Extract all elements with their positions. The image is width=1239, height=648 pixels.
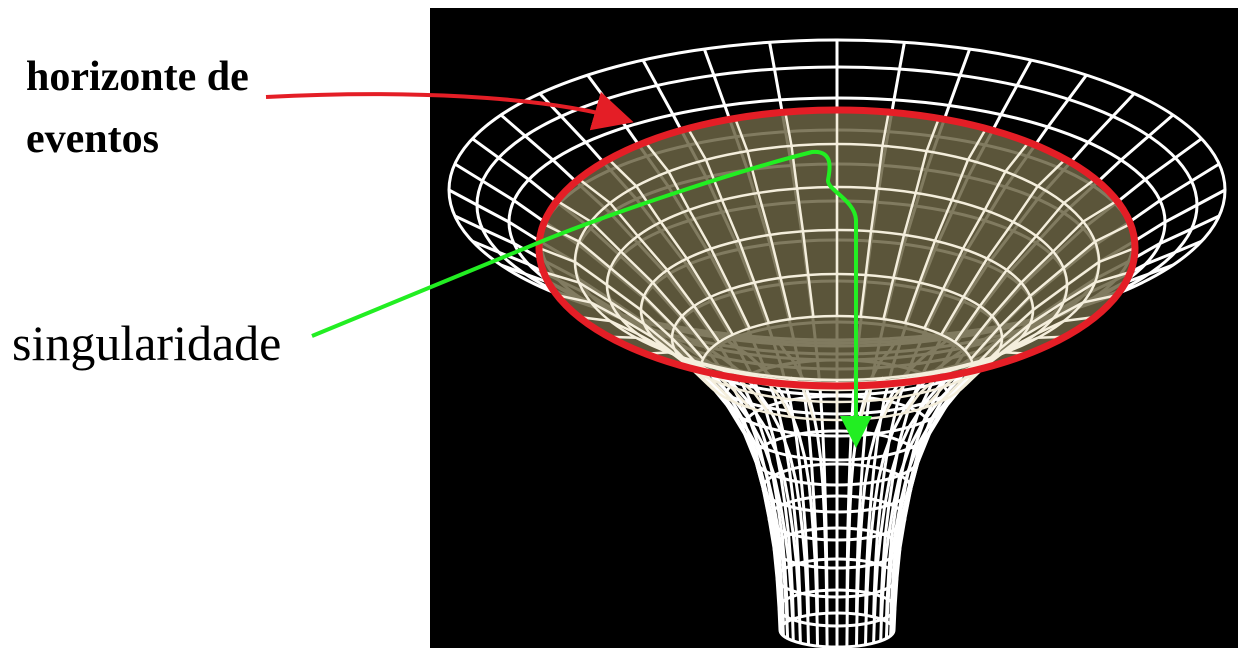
horizon-radial-line	[970, 270, 1131, 378]
horizon-radial-line	[556, 199, 711, 351]
event-horizon-label-line2: eventos	[26, 116, 159, 162]
horizon-radial-line	[686, 127, 771, 324]
horizon-radial-line	[953, 178, 1096, 343]
horizon-radial-line	[607, 158, 734, 336]
horizon-radial-line	[903, 127, 988, 324]
event-horizon-arrow	[265, 91, 634, 131]
horizon-radial-line	[859, 111, 890, 317]
horizon-radial-line	[784, 111, 815, 317]
horizon-radial-line	[940, 158, 1067, 336]
event-horizon-label-line1: horizonte de	[26, 54, 249, 100]
horizon-radial-line	[963, 199, 1118, 351]
horizon-radial-line	[953, 315, 1096, 395]
singularity-arrow	[311, 149, 872, 448]
horizon-radial-line	[644, 141, 751, 329]
horizon-radial-line	[538, 246, 702, 369]
horizon-radial-line	[542, 222, 705, 360]
horizon-radial-line	[972, 246, 1136, 369]
horizon-radial-line	[882, 117, 941, 320]
horizon-radial-line	[969, 222, 1132, 360]
horizon-radial-line	[923, 141, 1030, 329]
horizon-radial-line	[733, 117, 792, 320]
singularity-label: singularidade	[12, 315, 282, 371]
event-horizon-outline	[535, 106, 1139, 390]
horizon-radial-line	[543, 270, 704, 378]
event-horizon-label: horizonte de eventos	[26, 46, 249, 170]
horizon-radial-line	[578, 178, 721, 343]
